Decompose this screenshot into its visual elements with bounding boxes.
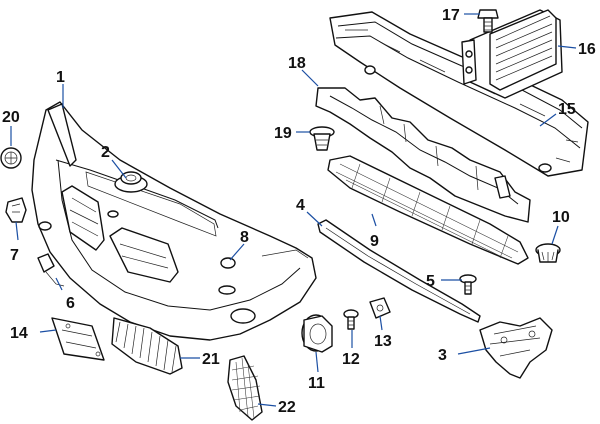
- callout-3: 3: [438, 347, 447, 364]
- callout-1: 1: [56, 69, 65, 86]
- emblem-20: [0, 147, 22, 169]
- callout-7: 7: [10, 247, 19, 264]
- tow-hook-cap-8: [220, 257, 236, 269]
- fog-grille-22: [227, 355, 263, 421]
- leader-lines: [10, 13, 577, 407]
- callout-16: 16: [578, 41, 596, 58]
- callout-21: 21: [202, 351, 220, 368]
- kidney-grille-21: [111, 317, 183, 375]
- callout-6: 6: [66, 295, 75, 312]
- push-clip-19: [309, 126, 335, 151]
- callout-labels: 1 2 3 4 5 6 7 8 9 10 11 12 13 14 15 16 1…: [2, 7, 596, 416]
- clip-nut-13: [369, 297, 391, 319]
- cap-6: [37, 253, 65, 287]
- callout-20: 20: [2, 109, 20, 126]
- callout-13: 13: [374, 333, 392, 350]
- callout-12: 12: [342, 351, 360, 368]
- bolt-17: [477, 9, 499, 33]
- mount-bracket-3: [479, 317, 553, 379]
- callout-17: 17: [442, 7, 460, 24]
- callout-15: 15: [558, 101, 576, 118]
- trim-strip-4: [317, 219, 481, 323]
- callout-2: 2: [101, 144, 110, 161]
- fog-cup-11: [301, 314, 333, 353]
- washer-cap-2: [114, 171, 148, 193]
- callout-5: 5: [426, 273, 435, 290]
- callout-9: 9: [370, 233, 379, 250]
- callout-18: 18: [288, 55, 306, 72]
- callout-8: 8: [240, 229, 249, 246]
- reinforcement-beam: [329, 11, 589, 177]
- lower-grille-9: [327, 155, 529, 265]
- bumper-cover: [31, 101, 317, 341]
- callout-19: 19: [274, 125, 292, 142]
- crash-box-bracket: [461, 9, 563, 99]
- callout-4: 4: [296, 197, 305, 214]
- callout-10: 10: [552, 209, 570, 226]
- screw-5: [459, 274, 477, 295]
- callout-22: 22: [278, 399, 296, 416]
- license-bracket-14: [51, 317, 105, 361]
- callout-11: 11: [308, 375, 325, 392]
- callout-14: 14: [10, 325, 28, 342]
- grommet-10: [535, 243, 561, 263]
- energy-absorber: [315, 87, 531, 223]
- side-bracket-7: [5, 197, 27, 223]
- screw-12: [343, 309, 359, 330]
